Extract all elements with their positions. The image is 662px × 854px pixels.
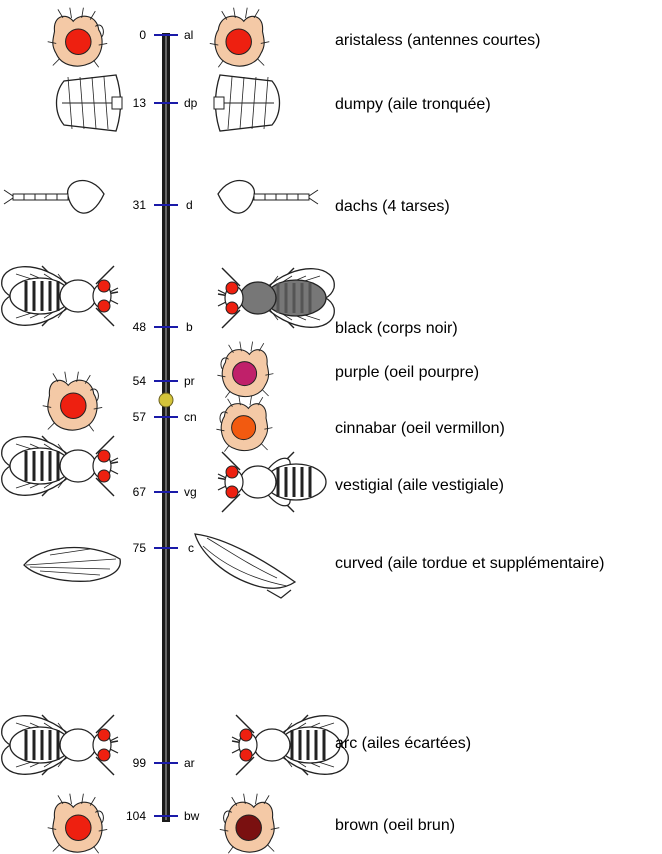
- locus-description-al: aristaless (antennes courtes): [335, 32, 540, 50]
- black-mutant-fly: [218, 268, 334, 328]
- locus-position-al: 0: [106, 28, 146, 42]
- compound-eye-icon: [226, 29, 252, 55]
- wild-type-leg-d: [4, 181, 104, 214]
- locus-description-vg: vestigial (aile vestigiale): [335, 477, 504, 495]
- locus-symbol-pr: pr: [184, 374, 195, 388]
- compound-eye-icon: [233, 362, 257, 386]
- wild-type-fly-b: [2, 266, 118, 326]
- wild-type-head-bw: [48, 794, 107, 854]
- wild-type-fly-vg: [2, 436, 118, 496]
- locus-position-d: 31: [106, 198, 146, 212]
- cinnabar-mutant-head: [216, 396, 272, 452]
- compound-eye-icon: [232, 416, 256, 440]
- locus-symbol-c: c: [188, 541, 194, 555]
- locus-position-cn: 57: [106, 410, 146, 424]
- locus-symbol-cn: cn: [184, 410, 197, 424]
- locus-position-dp: 13: [106, 96, 146, 110]
- locus-description-c: curved (aile tordue et supplémentaire): [335, 555, 604, 573]
- dachs-mutant-leg: [218, 181, 318, 214]
- compound-eye-icon: [66, 29, 92, 55]
- locus-symbol-b: b: [186, 320, 193, 334]
- compound-eye-icon: [236, 815, 262, 841]
- wild-type-head-al: [48, 8, 107, 68]
- vestigial-mutant-fly: [218, 452, 326, 512]
- locus-symbol-dp: dp: [184, 96, 197, 110]
- dumpy-mutant-wings: [214, 75, 280, 131]
- locus-position-bw: 104: [106, 809, 146, 823]
- locus-description-ar: arc (ailes écartées): [335, 735, 471, 753]
- locus-description-dp: dumpy (aile tronquée): [335, 96, 491, 114]
- locus-description-cn: cinnabar (oeil vermillon): [335, 420, 505, 438]
- locus-position-b: 48: [106, 320, 146, 334]
- locus-description-d: dachs (4 tarses): [335, 198, 450, 216]
- locus-description-pr: purple (oeil pourpre): [335, 364, 479, 382]
- aristaless-mutant-head: [210, 8, 269, 68]
- locus-symbol-vg: vg: [184, 485, 197, 499]
- brown-mutant-head: [220, 794, 279, 854]
- locus-symbol-bw: bw: [184, 809, 199, 823]
- wild-type-head-cn: [43, 372, 102, 432]
- centromere: [159, 393, 173, 407]
- locus-position-ar: 99: [106, 756, 146, 770]
- locus-position-vg: 67: [106, 485, 146, 499]
- locus-position-c: 75: [106, 541, 146, 555]
- locus-position-pr: 54: [106, 374, 146, 388]
- compound-eye-icon: [61, 393, 87, 419]
- locus-symbol-ar: ar: [184, 756, 195, 770]
- locus-symbol-d: d: [186, 198, 193, 212]
- arc-mutant-fly: [232, 715, 348, 775]
- locus-symbol-al: al: [184, 28, 193, 42]
- compound-eye-icon: [66, 815, 92, 841]
- curved-mutant-wing: [195, 534, 295, 598]
- wild-type-fly-ar: [2, 715, 118, 775]
- purple-mutant-head: [217, 342, 273, 398]
- locus-description-b: black (corps noir): [335, 320, 458, 338]
- locus-description-bw: brown (oeil brun): [335, 817, 455, 835]
